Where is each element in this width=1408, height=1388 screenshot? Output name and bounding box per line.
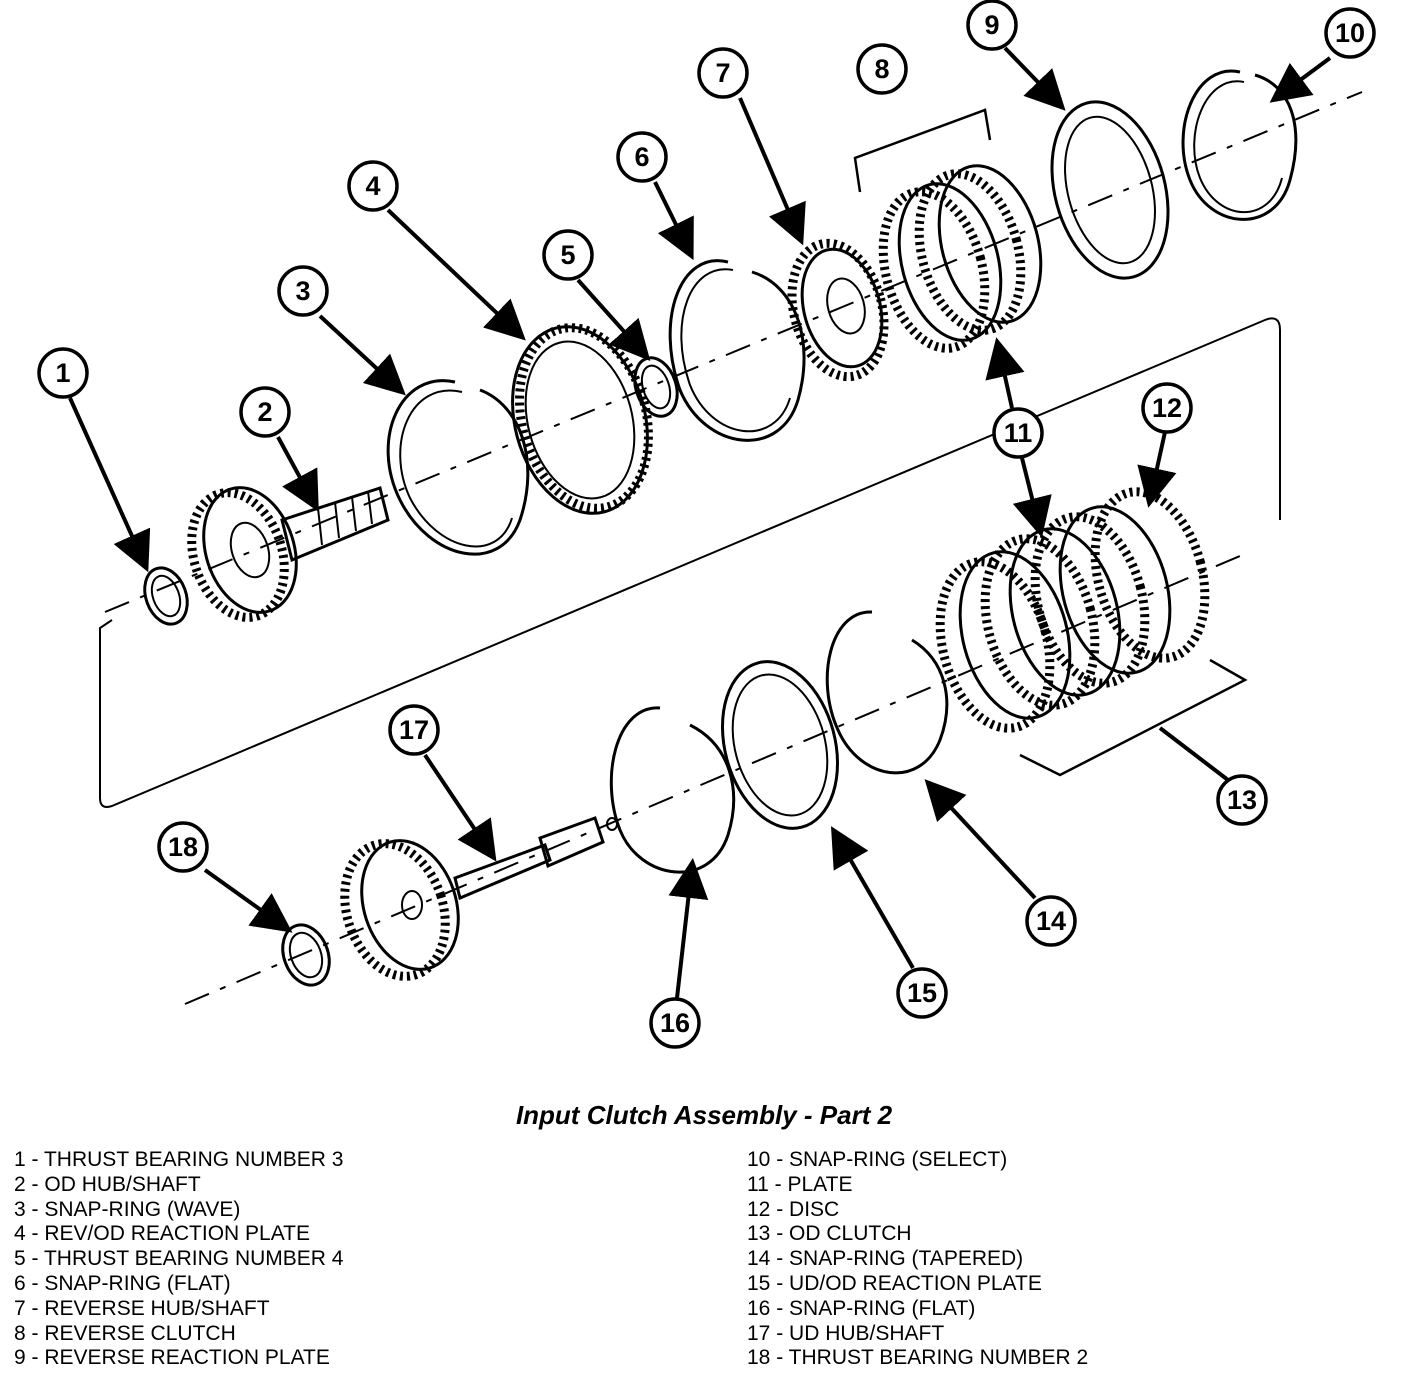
legend-item: 13 - OD CLUTCH (747, 1222, 912, 1246)
upper-axis-line (104, 91, 1363, 613)
callout-17: 17 (388, 704, 440, 756)
legend-item: 14 - SNAP-RING (TAPERED) (747, 1247, 1024, 1271)
legend-item: 17 - UD HUB/SHAFT (747, 1321, 945, 1345)
reverse-reaction-plate-part (1050, 100, 1170, 280)
svg-text:15: 15 (907, 978, 937, 1008)
ud-hub-shaft-part (340, 816, 618, 981)
legend-item: 7 - REVERSE HUB/SHAFT (14, 1296, 270, 1320)
legend-item: 18 - THRUST BEARING NUMBER 2 (747, 1346, 1089, 1370)
thrust-bearing-4-part (633, 356, 679, 418)
svg-text:4: 4 (365, 171, 380, 201)
svg-text:8: 8 (874, 54, 889, 84)
legend-item: 8 - REVERSE CLUTCH (14, 1321, 236, 1345)
connector-frame (99, 317, 1281, 808)
svg-text:17: 17 (399, 715, 429, 745)
od-clutch-pack-part (935, 487, 1210, 733)
legend-item: 16 - SNAP-RING (FLAT) (747, 1296, 976, 1320)
callout-18: 18 (157, 821, 209, 873)
callout-10: 10 (1324, 7, 1376, 59)
callout-11: 11 (992, 407, 1044, 459)
callout-14: 14 (1025, 895, 1077, 947)
od-hub-shaft-part (187, 486, 390, 622)
callout-13: 13 (1216, 774, 1268, 826)
svg-text:18: 18 (168, 832, 198, 862)
legend-item: 4 - REV/OD REACTION PLATE (14, 1222, 311, 1246)
callout-12: 12 (1141, 382, 1193, 434)
callout-1: 1 (37, 347, 89, 399)
svg-text:12: 12 (1152, 393, 1182, 423)
svg-text:10: 10 (1335, 18, 1365, 48)
legend-item: 9 - REVERSE REACTION PLATE (14, 1346, 330, 1370)
svg-text:14: 14 (1036, 906, 1066, 936)
svg-text:16: 16 (660, 1008, 690, 1038)
ud-od-reaction-plate-part (720, 660, 840, 830)
callout-15: 15 (896, 967, 948, 1019)
svg-text:7: 7 (715, 58, 730, 88)
od-clutch-bracket (1019, 658, 1248, 777)
flat-snap-ring-part (668, 259, 806, 442)
legend-item: 6 - SNAP-RING (FLAT) (14, 1271, 231, 1295)
svg-text:1: 1 (55, 358, 70, 388)
select-snap-ring-part (1181, 69, 1298, 221)
legend-item: 11 - PLATE (747, 1172, 853, 1196)
legend-item: 12 - DISC (747, 1197, 840, 1221)
svg-text:5: 5 (560, 240, 575, 270)
svg-text:2: 2 (257, 397, 272, 427)
legend-item: 15 - UD/OD REACTION PLATE (747, 1271, 1042, 1295)
callout-2: 2 (239, 386, 291, 438)
rev-od-reaction-plate-part (511, 323, 653, 515)
callout-7: 7 (697, 47, 749, 99)
legend-item: 10 - SNAP-RING (SELECT) (747, 1148, 1008, 1171)
legend-item: 3 - SNAP-RING (WAVE) (14, 1197, 241, 1221)
legend-item: 2 - OD HUB/SHAFT (14, 1172, 201, 1196)
callout-8: 8 (856, 43, 908, 95)
tapered-snap-ring-part (825, 610, 949, 775)
svg-text:11: 11 (1004, 418, 1033, 448)
reverse-hub-shaft-part (787, 238, 889, 382)
figure-caption: Input Clutch Assembly - Part 2 (515, 1100, 893, 1130)
svg-text:6: 6 (634, 142, 649, 172)
svg-text:9: 9 (984, 10, 999, 40)
legend-right-column: 10 - SNAP-RING (SELECT) 11 - PLATE 12 - … (747, 1148, 1088, 1371)
exploded-diagram: 1 2 3 4 5 6 7 8 9 10 11 12 13 14 15 16 1… (37, 0, 1376, 1049)
callout-5: 5 (542, 229, 594, 281)
callout-3: 3 (277, 265, 329, 317)
callout-9: 9 (966, 0, 1018, 51)
legend-item: 5 - THRUST BEARING NUMBER 4 (14, 1247, 344, 1271)
legend-item: 1 - THRUST BEARING NUMBER 3 (14, 1148, 344, 1171)
reverse-clutch-bracket (853, 108, 992, 193)
wave-snap-ring-part (386, 379, 530, 556)
thrust-bearing-2-part (281, 923, 331, 987)
callout-16: 16 (649, 997, 701, 1049)
flat-snap-ring-lower-part (609, 706, 736, 874)
thrust-bearing-3-part (143, 566, 189, 626)
lower-axis-line (184, 555, 1241, 1005)
svg-text:3: 3 (295, 276, 310, 306)
reverse-clutch-pack-part (878, 164, 1043, 353)
leader-arrows (68, 46, 1332, 999)
svg-text:13: 13 (1227, 785, 1257, 815)
callout-4: 4 (347, 160, 399, 212)
legend-left-column: 1 - THRUST BEARING NUMBER 3 2 - OD HUB/S… (14, 1148, 343, 1371)
callout-6: 6 (616, 131, 668, 183)
